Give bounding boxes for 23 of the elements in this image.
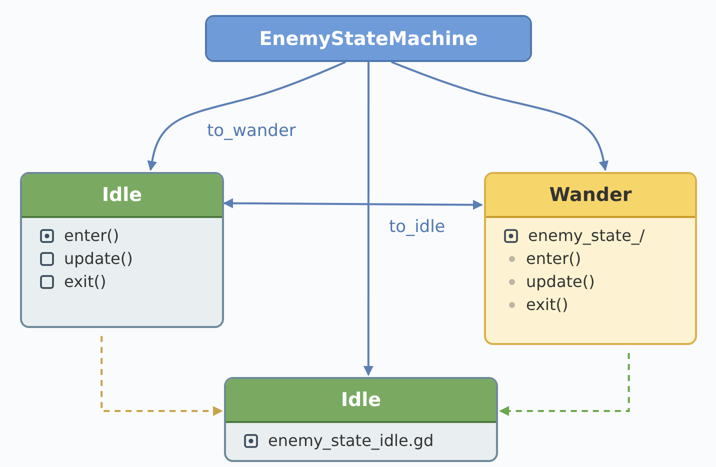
method-name: enemy_state_/ (528, 226, 645, 245)
arrow (391, 61, 609, 171)
state-title: Wander (486, 174, 695, 218)
state-box (484, 172, 697, 345)
method-name: enter() (64, 226, 120, 245)
edge-label: to_idle (387, 217, 448, 237)
state-title: Idle (226, 379, 496, 423)
method-name: exit() (64, 272, 106, 291)
method-name: exit() (526, 295, 568, 314)
state-title: EnemyStateMachine (207, 17, 530, 60)
arrow (223, 198, 483, 210)
method-name: update() (526, 272, 595, 291)
state-box (20, 172, 224, 328)
arrow (499, 353, 630, 416)
method-name: enter() (526, 249, 582, 268)
arrow (100, 336, 223, 416)
method-name: enemy_state_idle.gd (268, 431, 434, 450)
state-box (224, 377, 498, 462)
edge-label: to_wander (205, 121, 298, 141)
arrow (147, 61, 346, 171)
state-title: Idle (22, 174, 222, 218)
arrow (363, 62, 374, 376)
method-name: update() (64, 249, 133, 268)
